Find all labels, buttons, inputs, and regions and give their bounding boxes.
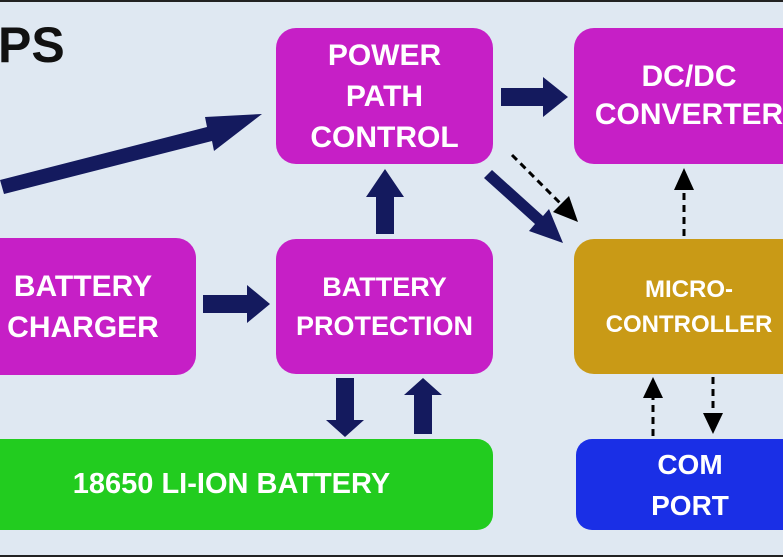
charger-line-1: BATTERY <box>13 269 153 303</box>
li-ion-battery-block: 18650 LI-ION BATTERY <box>0 439 493 530</box>
com-port-block: COM PORT <box>576 439 783 530</box>
power-path-control-block: POWER PATH CONTROL <box>276 28 493 164</box>
diagram-title: PS <box>0 17 65 73</box>
battery-charger-block: BATTERY CHARGER <box>0 238 196 375</box>
microcontroller-block: MICRO- CONTROLLER <box>574 239 783 374</box>
arrow-battery-to-protection <box>404 378 442 434</box>
power-path-line-2: PATH <box>345 79 424 113</box>
signal-power-path-to-micro <box>510 153 567 210</box>
signal-arrowhead-com <box>703 413 723 434</box>
micro-line-1: MICRO- <box>645 275 733 303</box>
battery-label: 18650 LI-ION BATTERY <box>72 468 391 500</box>
signal-arrowhead-dcdc <box>674 168 694 190</box>
dcdc-line-1: DC/DC <box>641 60 737 93</box>
battery-protection-block: BATTERY PROTECTION <box>276 239 493 374</box>
signal-arrowhead-micro <box>553 196 578 222</box>
arrow-charger-to-protection <box>203 285 270 323</box>
arrow-power-path-to-micro <box>484 170 563 243</box>
signal-arrowhead-micro-from-com <box>643 377 663 398</box>
arrow-protection-to-battery <box>326 378 364 437</box>
charger-line-2: CHARGER <box>7 310 159 344</box>
com-port-line-1: COM <box>657 448 723 480</box>
dcdc-converter-block: DC/DC CONVERTER <box>574 28 783 164</box>
protection-line-2: PROTECTION <box>295 310 473 341</box>
micro-line-2: CONTROLLER <box>605 310 773 338</box>
arrow-protection-to-power-path <box>366 169 404 234</box>
power-path-line-3: CONTROL <box>310 120 459 154</box>
arrow-input-to-power-path <box>0 114 262 194</box>
arrow-power-path-to-dcdc <box>501 77 568 117</box>
dcdc-line-2: CONVERTER <box>594 98 783 131</box>
power-path-line-1: POWER <box>327 38 442 72</box>
protection-line-1: BATTERY <box>322 271 447 302</box>
com-port-line-2: PORT <box>651 489 729 521</box>
